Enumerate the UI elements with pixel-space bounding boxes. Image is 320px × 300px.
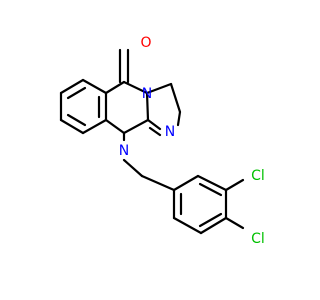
bond [224, 178, 245, 192]
atom-label-nitrogen-1: N [165, 124, 175, 140]
bond [176, 110, 182, 127]
bond [59, 118, 85, 135]
bond [196, 174, 228, 192]
bond [104, 118, 126, 135]
bond [66, 86, 87, 100]
bond [169, 82, 182, 114]
atom-label-chlorine-2: Cl [251, 231, 265, 247]
bond [140, 174, 176, 192]
bond-lines [59, 48, 245, 235]
bond [172, 216, 203, 235]
bond [198, 212, 223, 228]
atom-labels: O N N N Cl Cl [119, 35, 265, 247]
bond [198, 182, 223, 197]
bond [59, 78, 85, 95]
atom-label-chlorine-1: Cl [251, 168, 265, 184]
atom-label-oxygen: O [140, 35, 151, 51]
atom-label-nitrogen-3: N [142, 86, 152, 102]
bond [145, 91, 150, 122]
bond [146, 118, 162, 131]
bond [172, 174, 200, 192]
bond [66, 113, 87, 127]
bond [145, 82, 173, 95]
bond [122, 118, 150, 135]
bond [122, 158, 144, 178]
bond [148, 126, 162, 137]
bond [104, 80, 126, 95]
bond [224, 216, 245, 230]
molecule-structure: O N N N Cl Cl [59, 35, 265, 247]
bond [81, 78, 108, 95]
bond [199, 216, 228, 235]
bond [122, 80, 149, 95]
atom-label-nitrogen-10: N [119, 143, 129, 159]
bond [81, 118, 108, 135]
